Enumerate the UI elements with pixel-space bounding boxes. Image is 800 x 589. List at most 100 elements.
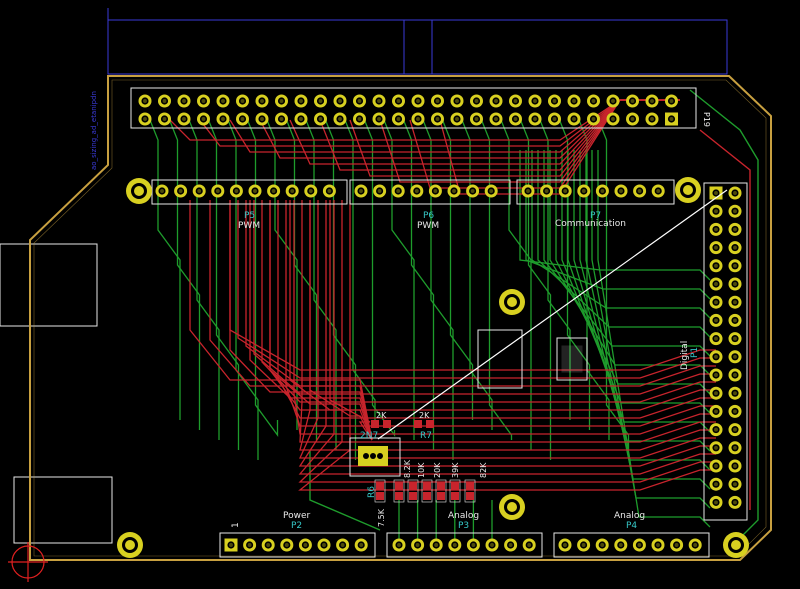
p19-pad [645,94,659,108]
p19-pad [470,94,483,108]
resistor-value-0: 7.5K [377,508,386,527]
copper-trace [237,200,716,379]
resistor-value-4: 39K [451,462,460,478]
p19-pad [528,112,542,126]
p6-pad [391,184,405,198]
p19-pad [294,112,308,126]
board-outline [29,75,772,561]
copper-trace [500,119,532,450]
p19-pad [138,94,152,108]
p19-pad [431,94,444,108]
copper-trace [689,89,759,539]
copper-trace [168,119,201,430]
p19-pad [177,112,191,126]
transistor-ref: 2N7 [360,431,378,441]
p19-pad [216,94,230,108]
p6-ref: P6 [423,211,434,221]
drawing-layer [0,8,728,544]
p19-pad [372,94,386,108]
copper-trace [189,200,373,441]
p3-pad [392,538,406,552]
p1-pad [709,332,723,346]
p1-pad [709,222,723,236]
p1-pad [728,368,742,382]
p3-pad [411,538,425,552]
copper-trace [480,119,513,440]
p4-pad [595,538,609,552]
p6-pad [484,184,498,198]
resistor-pad [423,482,431,490]
p19-pad [197,94,210,108]
p2-pad [280,538,294,552]
p19-pad [665,94,678,108]
p3-pad [485,538,499,552]
resistor-pad [466,482,474,490]
p19-pad [645,112,659,126]
p19-pad [216,112,230,126]
p1-label: Digital [680,341,690,370]
p5-pad [229,184,243,198]
p1-ref: P1 [690,347,700,358]
copper-trace [309,200,373,441]
p6-pad [447,184,461,198]
p19-pad [450,112,464,126]
resistor-value-1: 8.2K [403,459,412,478]
p1-pad [709,386,723,400]
p2-pad [243,538,257,552]
p3-ref: P3 [458,521,469,531]
p19-pad [197,112,210,126]
copper-trace [383,119,415,440]
p19-pad [431,112,444,126]
copper-trace [363,119,396,437]
p1-pad [728,495,742,509]
resistor-pad [409,492,417,500]
p19-pad [333,94,347,108]
copper-trace [249,200,373,441]
resistor-value-5: 82K [479,462,488,478]
copper-trace [299,200,716,443]
resistor-pad [451,482,459,490]
p19-pad [626,94,639,108]
p6-pad [466,184,480,198]
p1-pad [728,350,742,364]
p7-pad [614,184,628,198]
p1-pad [709,495,723,509]
p1-pad [709,259,723,273]
p2-pin1: 1 [231,522,241,528]
copper-trace [207,119,240,450]
p2-pad [336,538,350,552]
p19-pad [567,94,581,108]
copper-trace [539,119,571,420]
p1-pad [728,259,742,273]
origin-marker [8,542,48,582]
resistor-outline [435,479,447,503]
p1-pad [709,477,723,491]
copper-trace [558,119,591,430]
p1-pad [709,350,723,364]
copper-trace [298,200,716,459]
p19-pad [372,112,386,126]
p19-pad [353,112,366,126]
p7-pad [521,184,535,198]
p3-pad [504,538,518,552]
copper-trace [285,200,716,427]
copper-trace [245,200,716,387]
copper-trace [229,200,373,441]
back-copper-traces [149,89,759,545]
p19-pad [411,112,425,126]
p19-pad [314,94,327,108]
resistor-pad [423,492,431,500]
p19-pad [548,112,561,126]
p19-pad [255,112,269,126]
resistor-outline [374,479,386,503]
p19-pad [489,94,503,108]
p2-label: Power [283,511,311,521]
p3-pad [429,538,443,552]
p1-pad [709,295,723,309]
p6-pad [373,184,387,198]
resistor-outline [464,479,476,503]
p4-pad [614,538,628,552]
resistor-pad [451,492,459,500]
p1-pad [709,459,723,473]
